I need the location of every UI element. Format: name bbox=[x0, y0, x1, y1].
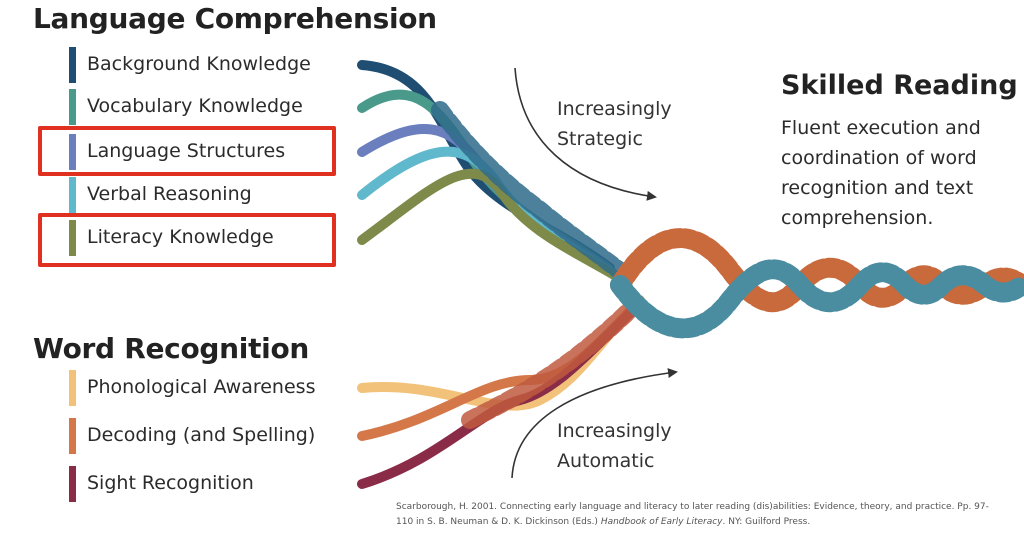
skilled-reading-title: Skilled Reading bbox=[781, 70, 1018, 101]
strand-label: Decoding (and Spelling) bbox=[87, 424, 316, 446]
strand-label: Verbal Reasoning bbox=[87, 183, 252, 205]
upper-strands bbox=[357, 60, 634, 284]
braid-texture bbox=[461, 291, 649, 429]
citation-publisher: . NY: Guilford Press. bbox=[722, 517, 811, 527]
citation-text: Scarborough, H. 2001. Connecting early l… bbox=[396, 502, 989, 527]
strand-label: Vocabulary Knowledge bbox=[87, 95, 303, 117]
strand-color-bar bbox=[69, 370, 76, 406]
strand-color-bar bbox=[69, 220, 76, 256]
lower-strands bbox=[357, 291, 649, 489]
citation-book-title: Handbook of Early Literacy bbox=[600, 517, 723, 527]
highlight-box-language-structures bbox=[38, 126, 336, 176]
citation: Scarborough, H. 2001. Connecting early l… bbox=[396, 500, 996, 530]
combined-rope bbox=[610, 228, 1024, 339]
strand-rope-literacy bbox=[357, 168, 621, 281]
strategic-arrow bbox=[514, 67, 657, 201]
strand-label: Background Knowledge bbox=[87, 53, 311, 75]
skilled-reading-description: Fluent execution and coordination of wor… bbox=[781, 117, 981, 229]
strand-color-bar bbox=[69, 177, 76, 213]
language-comprehension-heading: Language Comprehension bbox=[33, 2, 437, 35]
automatic-arrow bbox=[511, 368, 678, 479]
strand-color-bar bbox=[69, 89, 76, 125]
highlight-box-literacy-knowledge bbox=[38, 213, 336, 267]
strand-color-bar bbox=[69, 418, 76, 454]
strand-color-bar bbox=[69, 47, 76, 83]
strand-color-bar bbox=[69, 134, 76, 170]
increasingly-automatic-label: Increasingly Automatic bbox=[557, 420, 672, 472]
braid-texture bbox=[431, 101, 634, 284]
strand-label: Language Structures bbox=[87, 140, 286, 162]
word-recognition-heading: Word Recognition bbox=[33, 332, 310, 365]
increasingly-strategic-label: Increasingly Strategic bbox=[557, 98, 672, 150]
strand-color-bar bbox=[69, 466, 76, 502]
strand-label: Literacy Knowledge bbox=[87, 226, 274, 248]
strand-label: Sight Recognition bbox=[87, 472, 254, 494]
strand-label: Phonological Awareness bbox=[87, 376, 316, 398]
helix-strand-upper bbox=[610, 259, 1024, 339]
